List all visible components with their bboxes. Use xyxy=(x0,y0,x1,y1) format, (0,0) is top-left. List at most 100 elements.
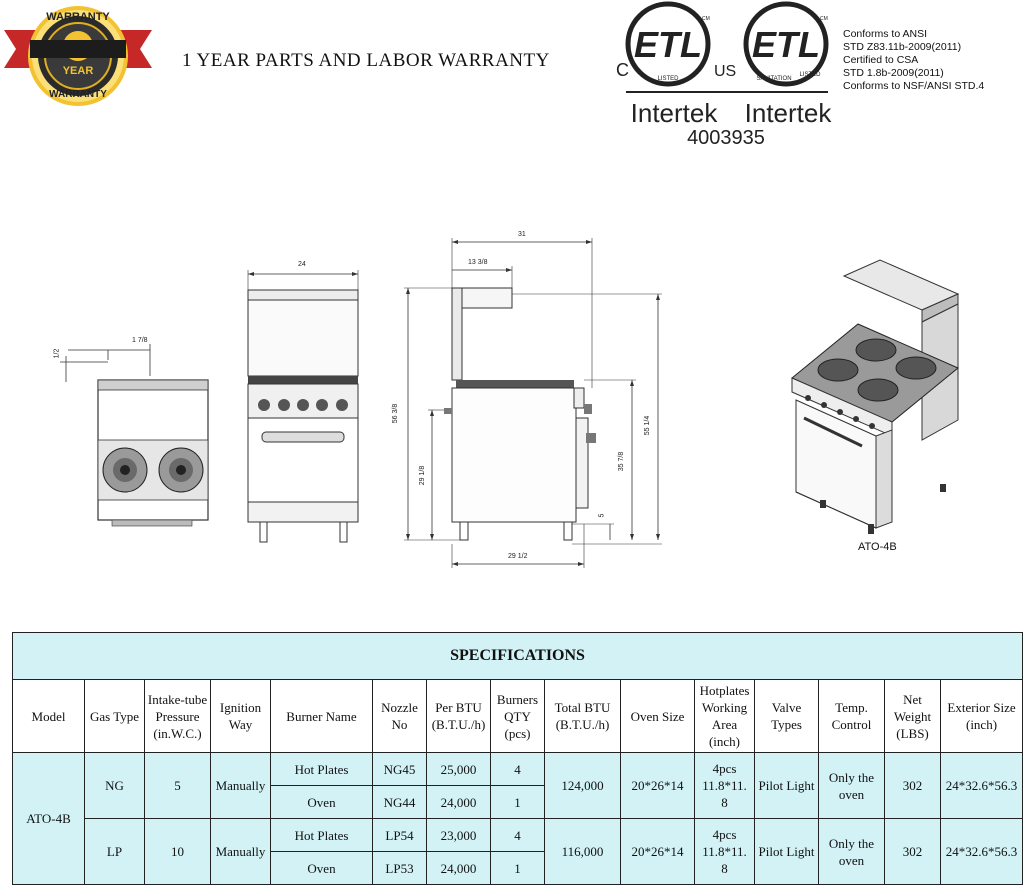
side-view-drawing xyxy=(404,238,662,568)
col-header-exterior: Exterior Size(inch) xyxy=(939,679,1024,753)
table-row: Oven NG44 24,000 1 xyxy=(13,785,1023,819)
cell-nozzle: LP53 xyxy=(372,851,427,885)
cell-oven-size: 20*26*14 xyxy=(620,752,695,819)
warranty-heading: 1 YEAR PARTS AND LABOR WARRANTY xyxy=(182,50,550,71)
badge-middle-text: YEAR xyxy=(63,65,94,77)
cell-weight: 302 xyxy=(884,818,941,885)
front-view-drawing xyxy=(247,270,359,543)
cell-qty: 4 xyxy=(490,818,545,852)
cell-burner: Hot Plates xyxy=(270,752,373,786)
etl-listed-text: LISTED xyxy=(657,76,679,82)
us-letters: US xyxy=(714,63,736,80)
conformance-line: Conforms to ANSI xyxy=(843,28,928,40)
cell-pressure: 5 xyxy=(144,752,211,819)
dim-56-3-8: 56 3/8 xyxy=(392,403,400,424)
etl-mark-1: ETL xyxy=(634,24,702,65)
cell-qty: 1 xyxy=(490,851,545,885)
table-row: ATO-4B NG 5 Manually Hot Plates NG45 25,… xyxy=(12,752,1024,885)
col-header-model: Model xyxy=(12,679,85,753)
cell-nozzle: NG45 xyxy=(372,752,427,786)
dim-31: 31 xyxy=(518,231,526,238)
cell-qty: 1 xyxy=(490,785,545,819)
col-header-total-btu: Total BTU(B.T.U./h) xyxy=(544,679,621,753)
cell-total-btu: 124,000 xyxy=(544,752,621,819)
sanitation-listed-text: LISTED xyxy=(799,72,821,78)
cell-valve: Pilot Light xyxy=(754,752,819,819)
cell-exterior: 24*32.6*56.3 xyxy=(939,818,1024,885)
cell-pressure: 10 xyxy=(144,818,211,885)
cell-ignition: Manually xyxy=(210,752,271,819)
dim-1-7-8: 1 7/8 xyxy=(132,337,148,344)
sanitation-text: SANITATION xyxy=(756,76,791,82)
cell-ignition: Manually xyxy=(210,818,271,885)
table-row: Oven LP53 24,000 1 xyxy=(13,851,1023,885)
badge-number: 1 xyxy=(73,37,83,57)
cm-mark-1: CM xyxy=(702,16,710,22)
etl-listed-logo: ETL LISTED CM C US xyxy=(616,1,736,87)
c-letter: C xyxy=(616,60,629,80)
cm-mark-2: CM xyxy=(820,16,828,22)
dim-24: 24 xyxy=(298,261,306,268)
product-label: ATO-4B xyxy=(858,541,897,553)
table-row: LP 10 Manually Hot Plates LP54 23,000 4 … xyxy=(13,818,1024,885)
cell-qty: 4 xyxy=(490,752,545,786)
intertek-label-2: Intertek xyxy=(745,98,833,128)
dim-1-2: 1/2 xyxy=(53,348,61,359)
cell-per-btu: 23,000 xyxy=(426,818,491,852)
cell-per-btu: 24,000 xyxy=(426,785,491,819)
cert-number: 4003935 xyxy=(687,127,765,149)
top-view-drawing xyxy=(60,344,209,527)
conformance-list: Conforms to ANSI STD Z83.11b-2009(2011) … xyxy=(843,28,984,93)
col-header-oven-size: Oven Size xyxy=(620,679,695,753)
cell-gas: NG xyxy=(84,752,145,819)
cell-total-btu: 116,000 xyxy=(544,818,621,885)
badge-top-text: WARRANTY xyxy=(46,11,110,23)
conformance-line: STD Z83.11b-2009(2011) xyxy=(843,41,962,53)
cell-burner: Oven xyxy=(270,785,373,819)
dim-55-1-4: 55 1/4 xyxy=(644,415,652,436)
warranty-badge: WARRANTY 1 YEAR WARRANTY xyxy=(4,6,152,106)
intertek-label-1: Intertek xyxy=(631,98,719,128)
cell-oven-size: 20*26*14 xyxy=(620,818,695,885)
conformance-line: Certified to CSA xyxy=(843,54,919,66)
cell-weight: 302 xyxy=(884,752,941,819)
etl-certification-marks: ETL LISTED CM C US ETL SANITATION LISTED… xyxy=(616,1,833,149)
etl-mark-2: ETL xyxy=(752,24,820,65)
col-header-burner: Burner Name xyxy=(270,679,373,753)
cell-exterior: 24*32.6*56.3 xyxy=(939,752,1024,819)
badge-bottom-text: WARRANTY xyxy=(49,89,107,100)
col-header-gas: Gas Type xyxy=(84,679,145,753)
cell-valve: Pilot Light xyxy=(754,818,819,885)
cell-nozzle: NG44 xyxy=(372,785,427,819)
cell-nozzle: LP54 xyxy=(372,818,427,852)
specifications-table: SPECIFICATIONS Model Gas Type Intake-tub… xyxy=(11,632,1024,885)
dim-5: 5 xyxy=(598,513,606,518)
dim-35-7-8: 35 7/8 xyxy=(618,451,626,472)
conformance-line: Conforms to NSF/ANSI STD.4 xyxy=(843,80,985,92)
cell-gas: LP xyxy=(84,818,145,885)
conformance-line: STD 1.8b-2009(2011) xyxy=(843,67,944,79)
cell-per-btu: 25,000 xyxy=(426,752,491,786)
spec-title: SPECIFICATIONS xyxy=(11,632,1024,680)
cell-burner: Hot Plates xyxy=(270,818,373,852)
range-3d-illustration xyxy=(791,259,960,534)
etl-sanitation-logo: ETL SANITATION LISTED CM xyxy=(743,1,829,87)
cell-model: ATO-4B xyxy=(12,752,85,885)
dim-29-1-2: 29 1/2 xyxy=(508,553,528,560)
dim-29-1-8: 29 1/8 xyxy=(419,465,427,486)
cell-burner: Oven xyxy=(270,851,373,885)
col-header-temp: Temp.Control xyxy=(818,679,885,753)
col-header-per-btu: Per BTU(B.T.U./h) xyxy=(426,679,491,753)
dim-13-3-8: 13 3/8 xyxy=(468,259,488,266)
